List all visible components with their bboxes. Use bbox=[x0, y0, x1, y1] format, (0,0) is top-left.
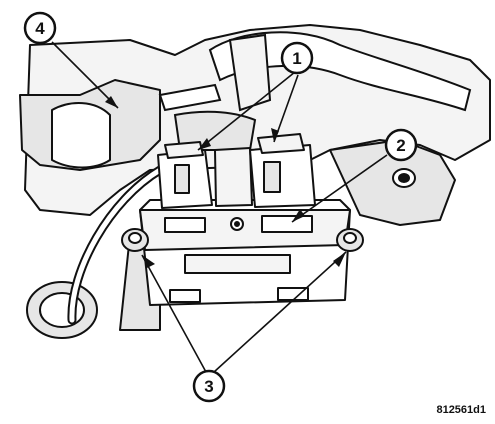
connector-middle bbox=[214, 147, 253, 207]
svg-text:4: 4 bbox=[35, 19, 45, 38]
module-housing bbox=[139, 199, 351, 306]
callout-2: 2 bbox=[384, 128, 418, 162]
callout-3: 3 bbox=[192, 369, 226, 403]
svg-text:2: 2 bbox=[396, 136, 405, 155]
bracket-bolt bbox=[392, 168, 416, 188]
callout-1: 1 bbox=[280, 41, 314, 75]
mounting-nut-left bbox=[121, 228, 149, 252]
connector-right bbox=[249, 133, 316, 208]
mounting-nut-right bbox=[336, 228, 364, 252]
leader-arrowheads bbox=[105, 96, 346, 268]
svg-text:1: 1 bbox=[292, 49, 301, 68]
figure-id: 812561d1 bbox=[436, 404, 486, 416]
connector-left bbox=[157, 141, 213, 209]
callout-4: 4 bbox=[23, 11, 57, 45]
grommet bbox=[26, 281, 98, 339]
leader-lines bbox=[51, 41, 388, 373]
svg-text:3: 3 bbox=[204, 377, 213, 396]
